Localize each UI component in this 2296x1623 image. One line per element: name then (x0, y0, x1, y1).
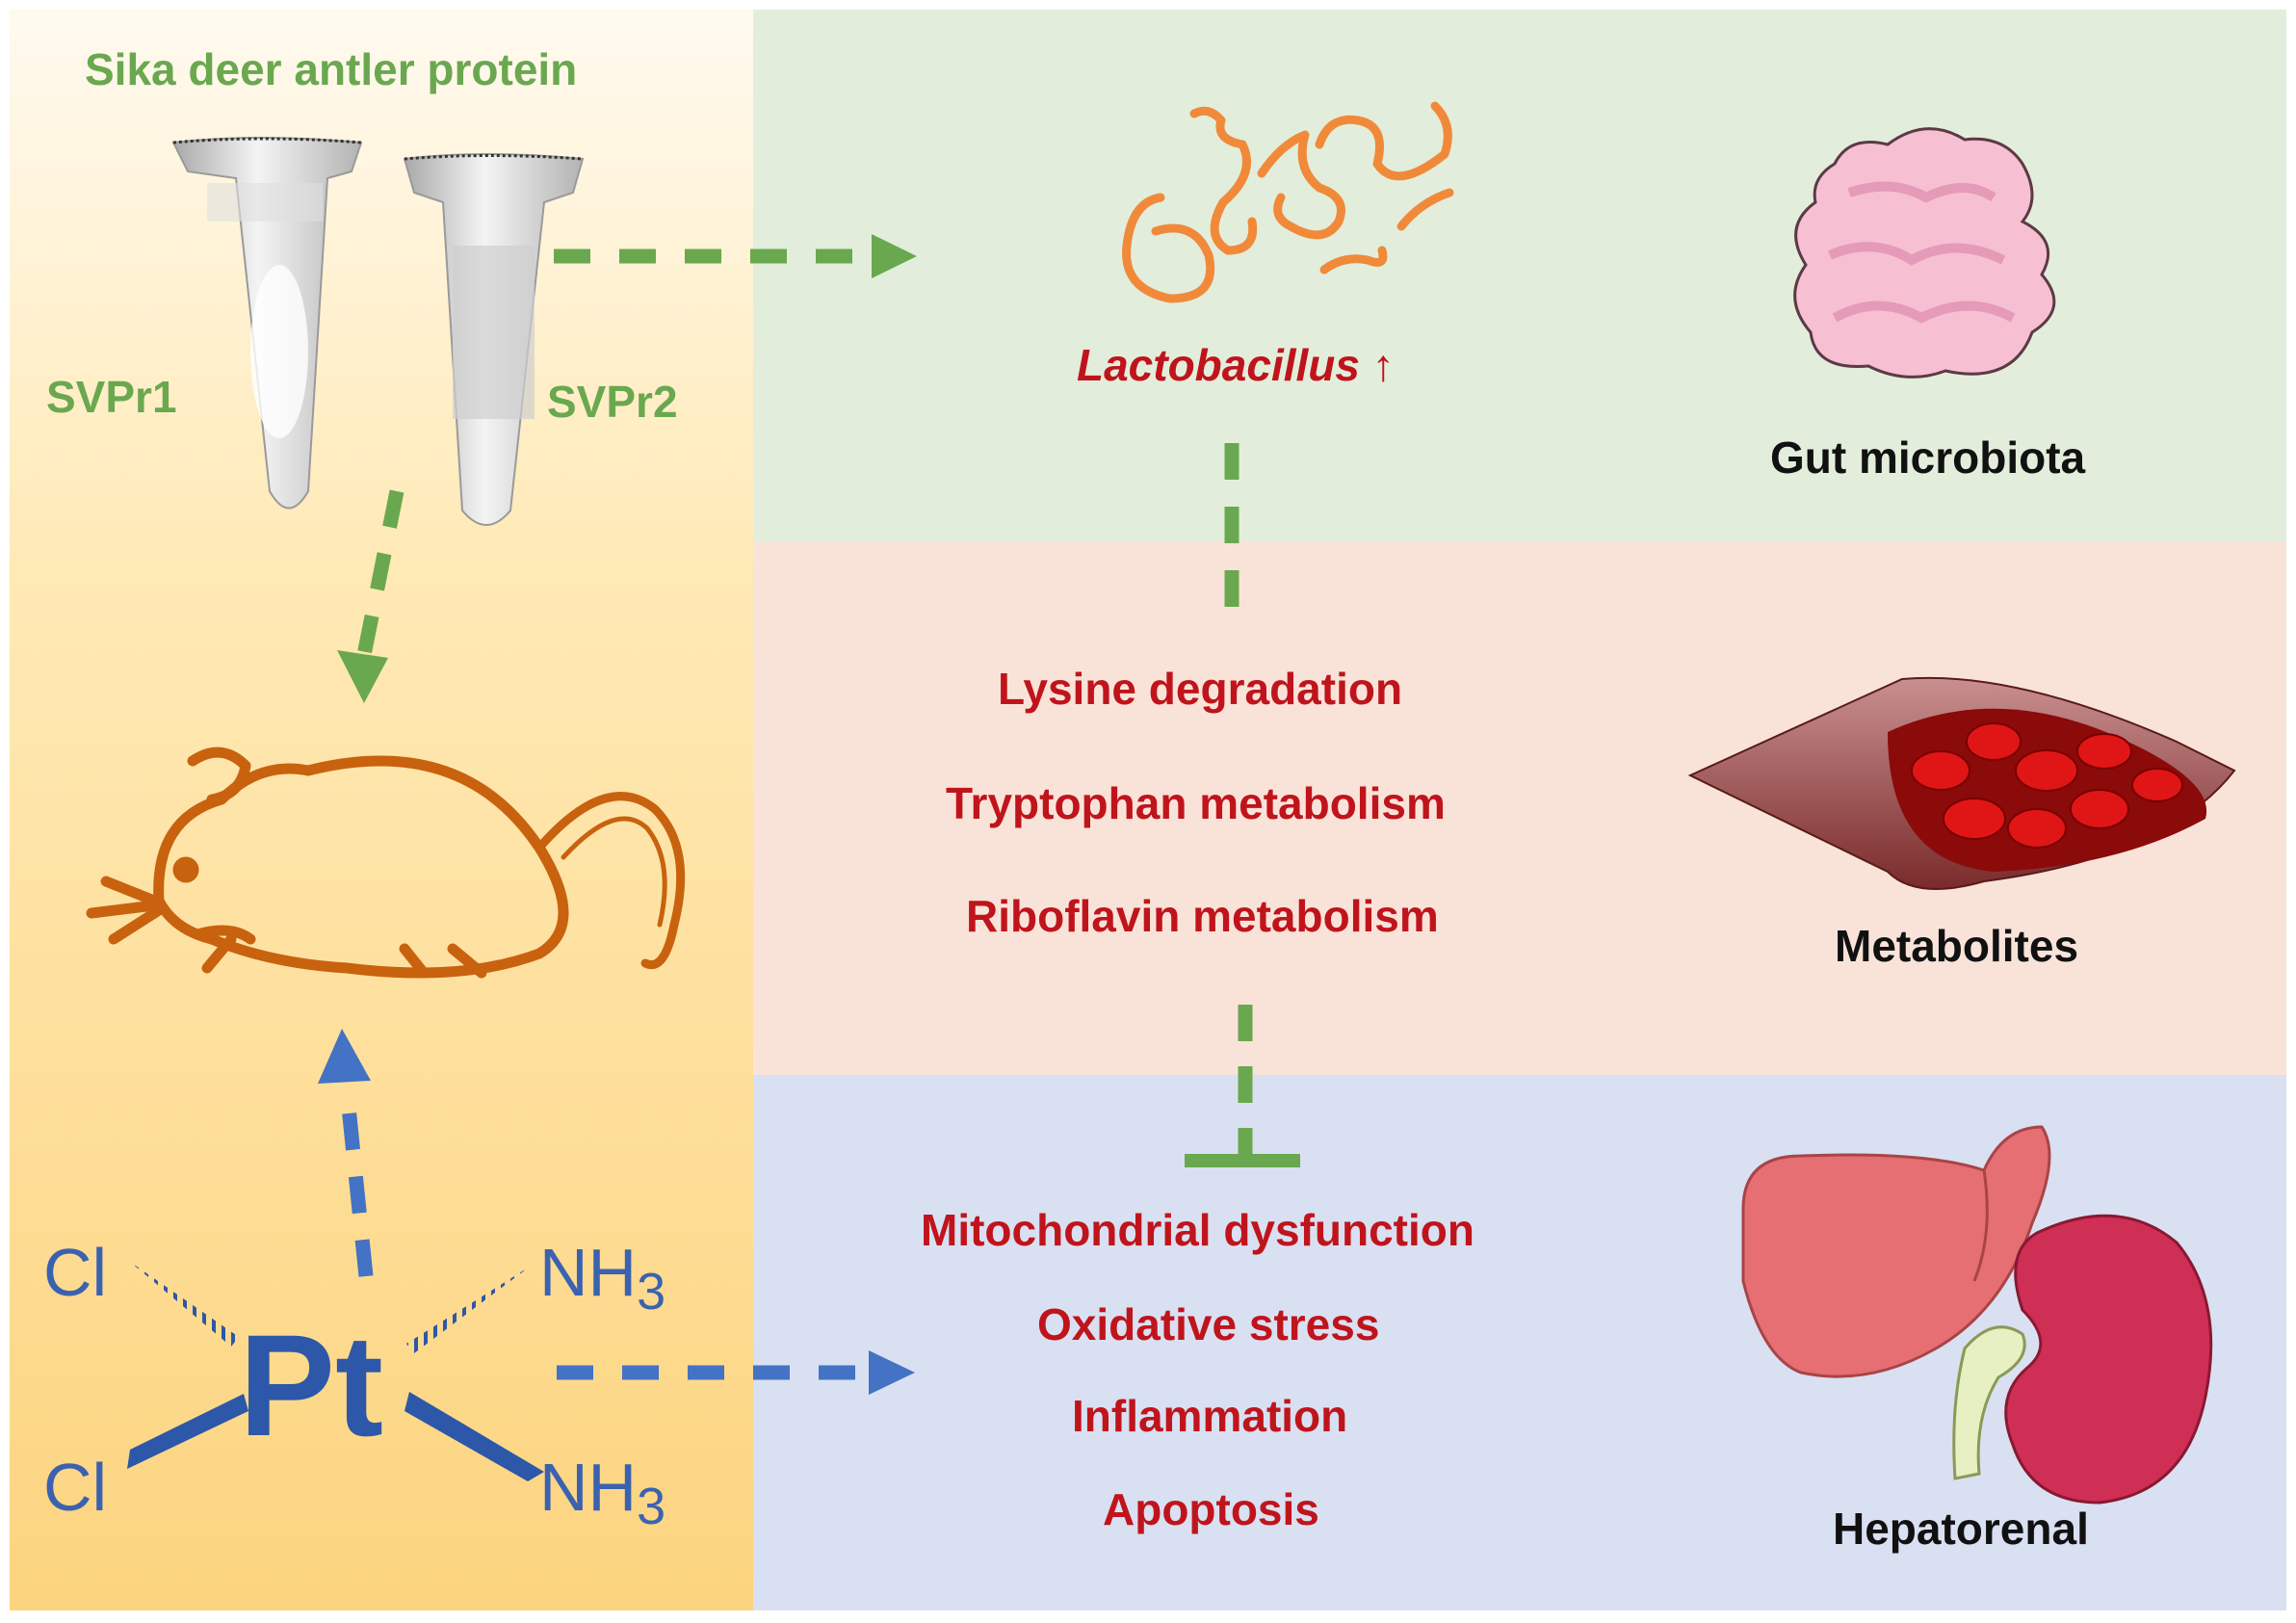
inhibition-bar (1185, 1154, 1300, 1167)
bond-hatched-top-right (406, 1267, 530, 1353)
bond-hatched-top-left (130, 1262, 239, 1347)
lactobacillus-icon (1122, 101, 1454, 303)
effect-inflammation: Inflammation (1072, 1391, 1348, 1441)
cisplatin-subscript-top: 3 (637, 1263, 665, 1321)
hepatorenal-label: Hepatorenal (1833, 1504, 2089, 1554)
lactobacillus-name: Lactobacillus (1077, 340, 1360, 390)
left-panel-background (10, 10, 753, 1610)
cisplatin-nh-top: NH3 (539, 1235, 665, 1321)
inhibition-metabolites-to-hepatorenal (1185, 1005, 1300, 1167)
arrow-protein-to-lactobacillus (554, 234, 917, 278)
liver-kidney-icon (1741, 1125, 2213, 1505)
tube-svpr1-label: SVPr1 (46, 372, 177, 422)
bond-wedge-bottom-right (404, 1392, 544, 1481)
gut-microbiota-label: Gut microbiota (1770, 432, 2086, 483)
cisplatin-pt-atom: Pt (239, 1304, 383, 1466)
arrow-cisplatin-to-hepatorenal (557, 1350, 915, 1395)
mouse-icon (86, 746, 686, 979)
tube-svpr2-label: SVPr2 (547, 377, 678, 427)
arrow-protein-to-mouse (337, 489, 404, 703)
cisplatin-bonds (127, 1262, 544, 1481)
lactobacillus-trend-arrow: ↑ (1371, 340, 1395, 390)
tube-svpr1-icon (171, 137, 363, 510)
pathway-tryptophan: Tryptophan metabolism (946, 778, 1446, 828)
effect-mitochondrial: Mitochondrial dysfunction (921, 1205, 1474, 1255)
arrow-cisplatin-to-mouse (318, 1029, 374, 1277)
protein-title: Sika deer antler protein (85, 44, 578, 94)
blood-vessel-icon (1687, 676, 2236, 890)
pathway-riboflavin: Riboflavin metabolism (966, 891, 1439, 941)
tube-svpr2-icon (403, 153, 585, 526)
cisplatin-cl-top: Cl (43, 1235, 107, 1310)
metabolites-label: Metabolites (1835, 921, 2079, 971)
intestine-icon (1793, 127, 2056, 379)
cisplatin-cl-bottom: Cl (43, 1450, 107, 1525)
effect-oxidative-stress: Oxidative stress (1037, 1299, 1380, 1349)
effect-apoptosis: Apoptosis (1103, 1484, 1319, 1534)
bond-wedge-bottom-left (127, 1394, 248, 1469)
pathway-lysine: Lysine degradation (998, 664, 1403, 714)
cisplatin-subscript-bottom: 3 (637, 1478, 665, 1535)
lactobacillus-label: Lactobacillus ↑ (1077, 339, 1395, 391)
cisplatin-nh-bottom: NH3 (539, 1450, 665, 1535)
